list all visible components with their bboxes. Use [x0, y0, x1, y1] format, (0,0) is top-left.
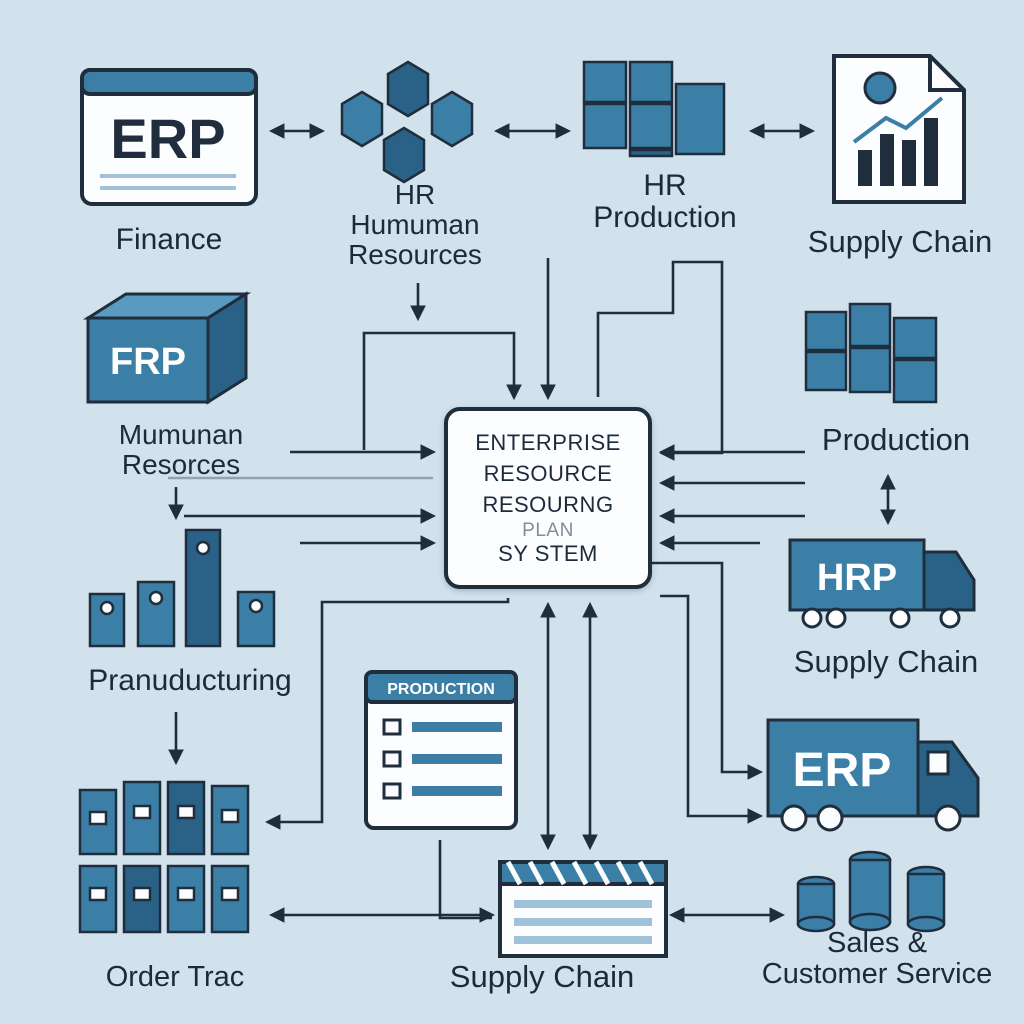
- hr-production-label: HR Production: [570, 169, 760, 235]
- production-label: Production: [821, 422, 971, 457]
- frp-box-badge: FRP: [110, 341, 186, 383]
- manufacturing-bars-icon: [88, 528, 276, 648]
- supply-chain-label: Supply Chain: [449, 959, 635, 994]
- order-tracking-shelves-icon: [78, 780, 250, 934]
- sales-line1: Sales &: [827, 927, 927, 959]
- erp-window-badge: ERP: [110, 107, 225, 170]
- report-chart-icon: [832, 54, 966, 204]
- hrp-truck-icon: HRP: [788, 538, 976, 629]
- erp-truck-icon: ERP: [766, 718, 980, 832]
- hr-humuman-line3: Resources: [348, 239, 482, 271]
- production-panel-title: PRODUCTION: [387, 681, 495, 698]
- sales-database-icon: [796, 850, 946, 933]
- center-line5: SY STEM: [498, 541, 598, 566]
- production-panel-icon: PRODUCTION: [364, 670, 518, 830]
- frp-resources-label: Mumunan Resorces: [96, 419, 266, 481]
- report-supply-chain-label: Supply Chain: [807, 224, 993, 259]
- manufacturing-label: Pranuducturing: [88, 664, 292, 697]
- hr-humuman-label: HR Humuman Resources: [300, 179, 530, 271]
- hr-production-cubes-icon: [582, 60, 726, 158]
- arrow-center-erp-truck-2: [660, 594, 764, 824]
- hr-humuman-line2: Humuman: [350, 209, 480, 241]
- finance-label: Finance: [115, 223, 223, 256]
- center-line2: RESOURCE: [483, 461, 613, 486]
- arrow-center-order: [264, 598, 510, 830]
- erp-system-center-box: ENTERPRISE RESOURCE RESOURNG PLAN SY STE…: [444, 407, 652, 589]
- hr-production-line1: HR: [643, 169, 687, 202]
- arrow-production-store: [438, 840, 492, 920]
- center-line1: ENTERPRISE: [475, 430, 621, 455]
- hr-humuman-line1: HR: [394, 179, 436, 210]
- frp-box-icon: FRP: [82, 291, 252, 405]
- center-line4: PLAN: [522, 520, 574, 541]
- connectors: [168, 123, 896, 923]
- frp-resources-line2: Resorces: [121, 449, 241, 481]
- hr-production-line2: Production: [593, 201, 737, 235]
- frp-resources-line1: Mumunan: [118, 419, 244, 450]
- order-tracking-label: Order Trac: [105, 961, 245, 993]
- erp-window-icon: ERP: [80, 68, 258, 206]
- hrp-truck-badge: HRP: [817, 557, 897, 599]
- hrp-supply-chain-label: Supply Chain: [793, 644, 979, 679]
- arrow-left-loop: [362, 331, 522, 450]
- supply-store-icon: [498, 860, 668, 958]
- hr-cubes-icon: [340, 60, 474, 184]
- sales-customer-service-label: Sales & Customer Service: [732, 927, 1022, 991]
- arrow-center-erp-truck-1: [640, 561, 764, 780]
- production-cubes-icon: [804, 302, 938, 404]
- erp-truck-badge: ERP: [793, 744, 892, 797]
- center-line3: RESOURNG: [482, 492, 614, 517]
- sales-line2: Customer Service: [761, 958, 993, 991]
